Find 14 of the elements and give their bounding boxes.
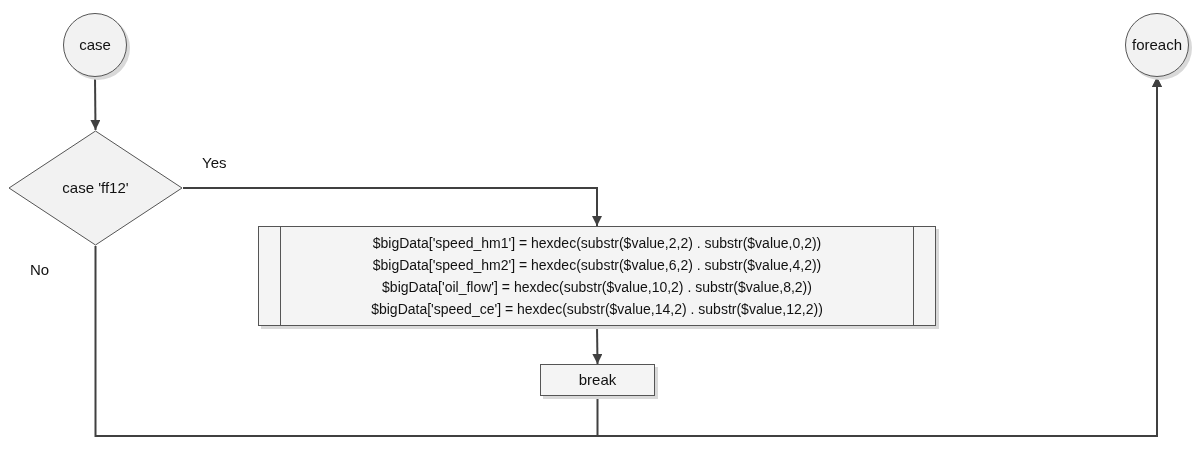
node-text: break	[578, 370, 617, 390]
arrow	[182, 187, 602, 227]
node-text: case 'ff12'	[62, 178, 129, 198]
edge-label: Yes	[200, 155, 229, 170]
process-box	[540, 364, 655, 396]
node-text: case	[79, 35, 111, 55]
node-text: $bigData['speed_hm2'] = hexdec(substr($value,6,2) . substr($value,4,2))	[372, 256, 822, 275]
node-text: $bigData['speed_ce'] = hexdec(substr($value,14,2) . substr($value,12,2))	[371, 300, 823, 319]
node-text: $bigData['speed_hm1'] = hexdec(substr($value,2,2) . substr($value,0,2))	[372, 234, 822, 253]
decision-diamond	[8, 130, 183, 246]
node-text: foreach	[1131, 35, 1182, 55]
edge-label: No	[28, 262, 52, 277]
node-text: $bigData['oil_flow'] = hexdec(substr($value,10,2) . substr($value,8,2))	[382, 278, 812, 297]
predefined-process-box	[258, 226, 936, 326]
